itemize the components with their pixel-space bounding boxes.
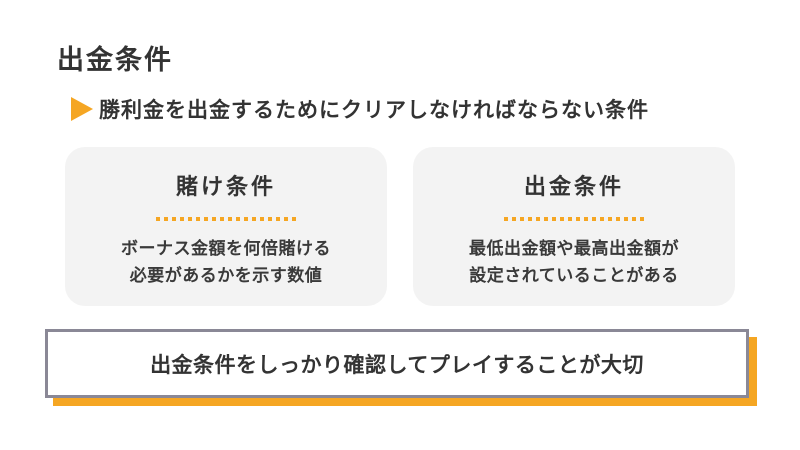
callout-text: 出金条件をしっかり確認してプレイすることが大切 [150,352,644,377]
card-wagering-requirement: 賭け条件 ボーナス金額を何倍賭ける 必要があるかを示す数値 [65,147,387,306]
dotted-divider [156,217,296,221]
triangle-right-icon [71,97,93,121]
subtitle: 勝利金を出金するためにクリアしなければならない条件 [71,95,649,123]
card-desc-line: 設定されていることがある [469,266,679,286]
card-title: 出金条件 [523,175,624,200]
card-withdrawal-condition: 出金条件 最低出金額や最高出金額が 設定されていることがある [413,147,735,306]
card-desc-line: ボーナス金額を何倍賭ける [121,239,331,259]
callout-box: 出金条件をしっかり確認してプレイすることが大切 [45,329,757,406]
page-title: 出金条件 [57,45,173,76]
dotted-divider [504,217,644,221]
card-description: ボーナス金額を何倍賭ける 必要があるかを示す数値 [65,236,387,290]
card-title: 賭け条件 [175,175,276,200]
callout-panel: 出金条件をしっかり確認してプレイすることが大切 [45,329,749,398]
card-description: 最低出金額や最高出金額が 設定されていることがある [413,236,735,290]
card-desc-line: 必要があるかを示す数値 [129,266,323,286]
card-desc-line: 最低出金額や最高出金額が [469,239,679,259]
subtitle-text: 勝利金を出金するためにクリアしなければならない条件 [99,98,649,122]
